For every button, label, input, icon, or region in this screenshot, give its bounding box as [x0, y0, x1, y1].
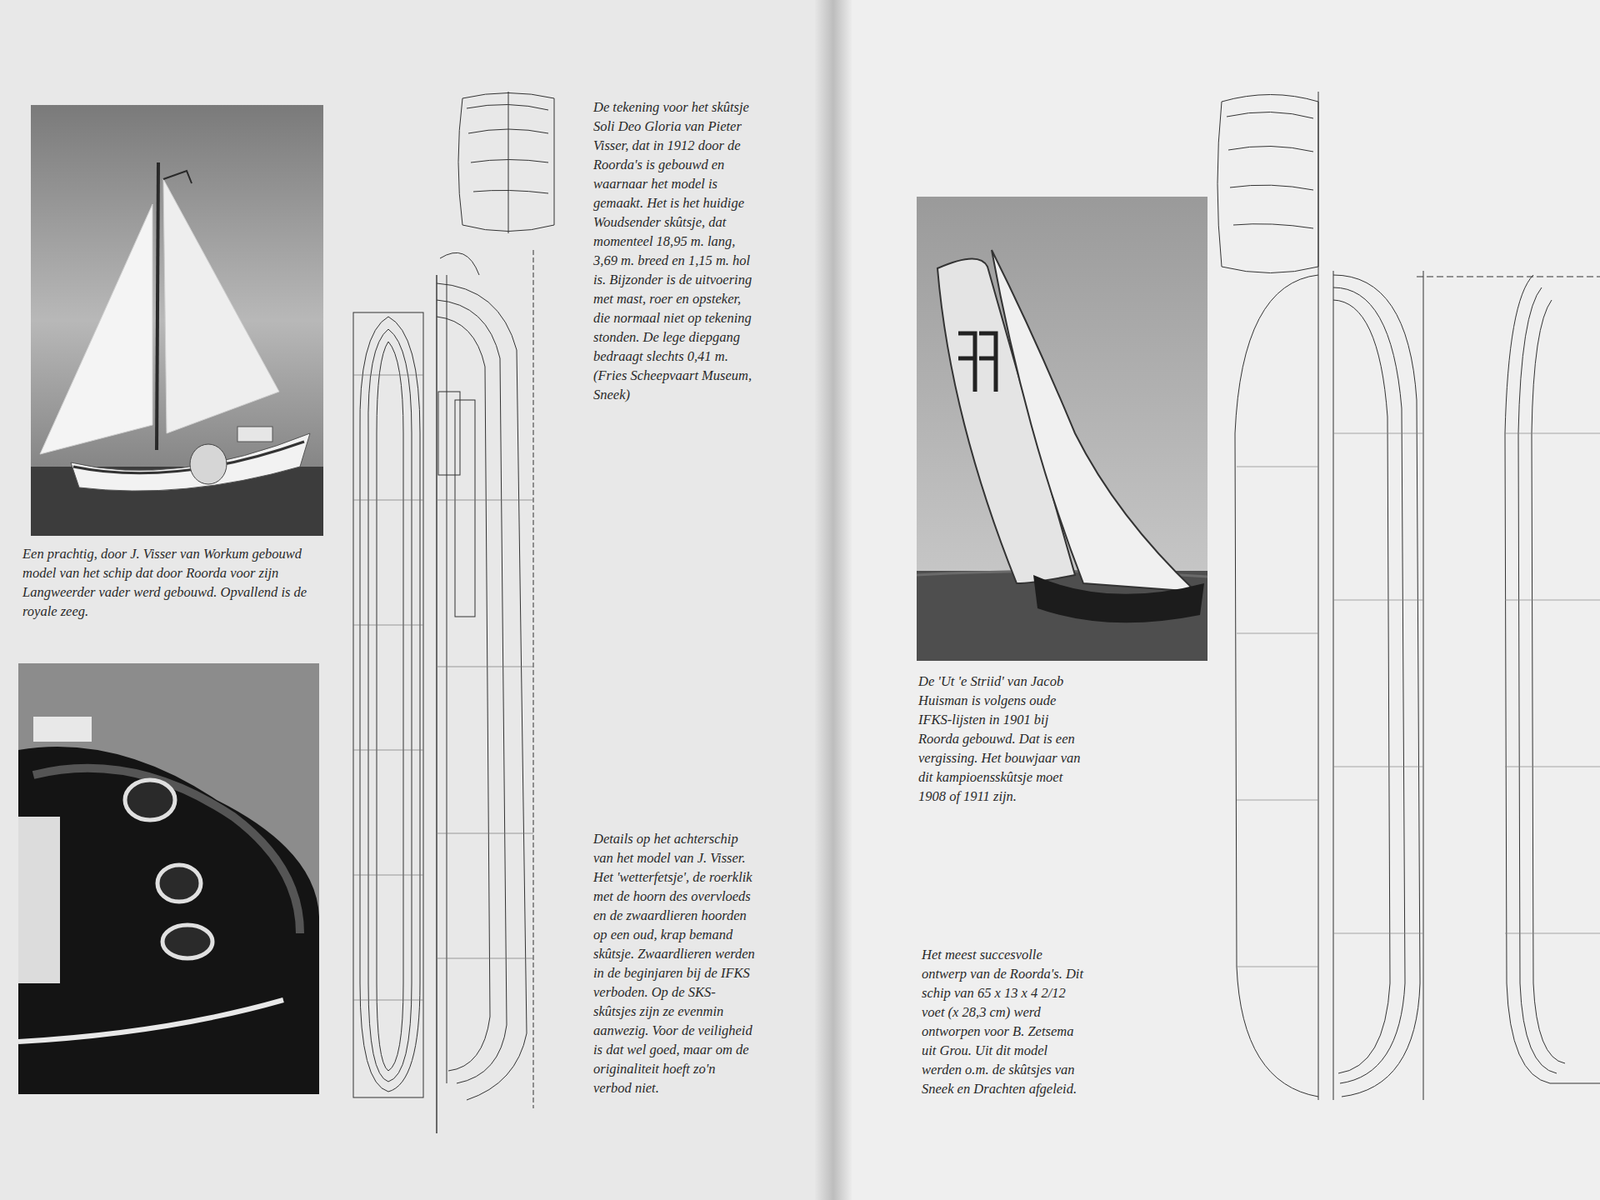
lines-drawing-right: [1217, 91, 1600, 1100]
left-page: [0, 0, 834, 1200]
lines-drawing-left: [353, 91, 555, 1134]
stern-detail-photo: [18, 663, 320, 1095]
gutter: [815, 0, 852, 1200]
photo-caption: De tekening voor het skûtsje Soli Deo Gl…: [593, 97, 757, 405]
photo-caption: Details op het achterschip van het model…: [593, 829, 757, 1098]
sailing-photo: [916, 196, 1208, 661]
photo-caption: De 'Ut 'e Striid' van Jacob Huisman is v…: [918, 671, 1085, 806]
right-page: [833, 0, 1600, 1200]
photo-caption: Een prachtig, door J. Visser van Workum …: [22, 544, 323, 621]
photo-caption: Het meest succesvolle ontwerp van de Roo…: [921, 945, 1089, 1099]
model-photo: [30, 105, 324, 536]
